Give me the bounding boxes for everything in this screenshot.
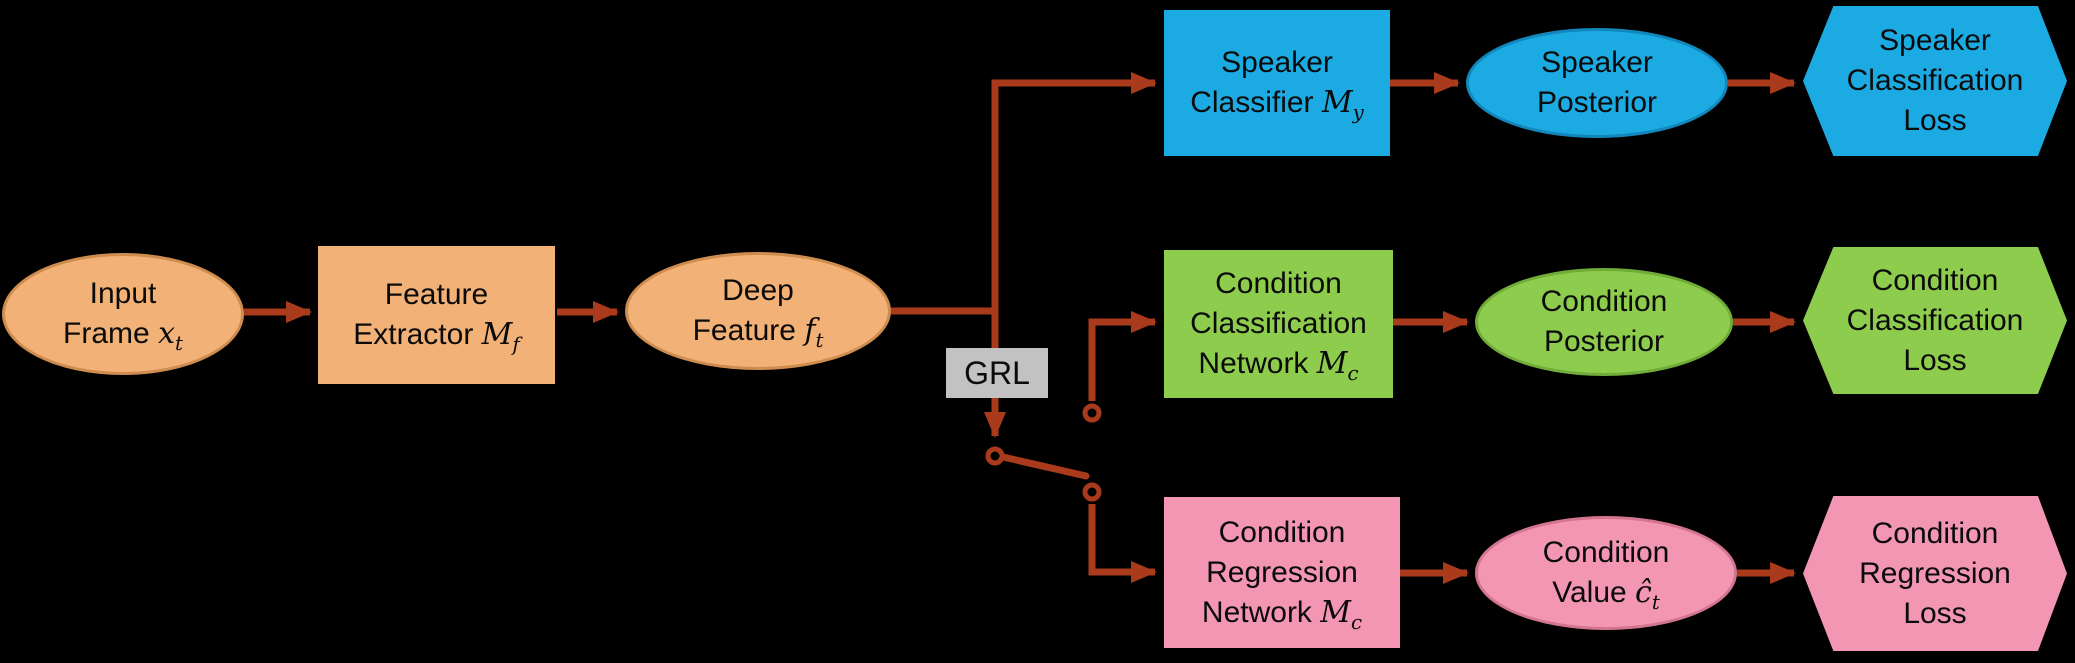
switch-blade xyxy=(999,453,1090,480)
node-label-line: Posterior xyxy=(1543,325,1665,358)
switch-pivot-contact xyxy=(985,446,1005,466)
node-label-line: Condition xyxy=(1540,285,1668,318)
node-label-line: Condition xyxy=(1215,267,1342,300)
node-label-line: Speaker xyxy=(1221,46,1333,79)
node-label-line: Loss xyxy=(1903,343,1967,377)
node-label-line: Value ĉt xyxy=(1552,575,1660,614)
node-label-line: Classification xyxy=(1190,307,1367,340)
node-label-line: Frame xt xyxy=(63,316,183,355)
node-label-line: Extractor Mf xyxy=(353,317,520,356)
switch-lower-contact xyxy=(1082,482,1102,502)
node-label-line: Condition xyxy=(1871,516,1999,550)
wire-lower-contact-to-regression-network xyxy=(1088,504,1157,583)
node-label-line: Loss xyxy=(1903,596,1967,630)
node-label-line: Input xyxy=(89,277,157,310)
node-label-line: Deep xyxy=(722,274,794,307)
node-label-line: Loss xyxy=(1903,104,1967,137)
wire-junction-to-speaker-classifier xyxy=(991,72,1157,311)
grl-node: GRL xyxy=(946,348,1048,398)
node-label-line: Posterior xyxy=(1536,86,1658,119)
node-label-line: Condition xyxy=(1218,515,1346,549)
node-label-line: Condition xyxy=(1542,536,1670,569)
node-label-line: Classification xyxy=(1846,64,2024,97)
node-label-line: Feature xyxy=(384,278,489,311)
node-label-line: Classifier My xyxy=(1190,85,1364,124)
node-label-line: Regression xyxy=(1206,555,1358,589)
node-label-line: Feature ft xyxy=(692,313,824,352)
node-label-line: Speaker xyxy=(1541,46,1653,79)
wire-upper-contact-to-classification-network xyxy=(1088,311,1157,401)
node-label-line: Classification xyxy=(1846,303,2024,337)
node-label-line: Network Mc xyxy=(1201,594,1363,634)
node-label-line: Network Mc xyxy=(1198,346,1359,385)
switch-upper-contact xyxy=(1082,403,1102,423)
node-label-line: Speaker xyxy=(1879,24,1991,57)
node-label-line: Condition xyxy=(1871,263,1999,297)
node-label-line: GRL xyxy=(964,355,1030,391)
node-label-line: Regression xyxy=(1859,556,2011,590)
